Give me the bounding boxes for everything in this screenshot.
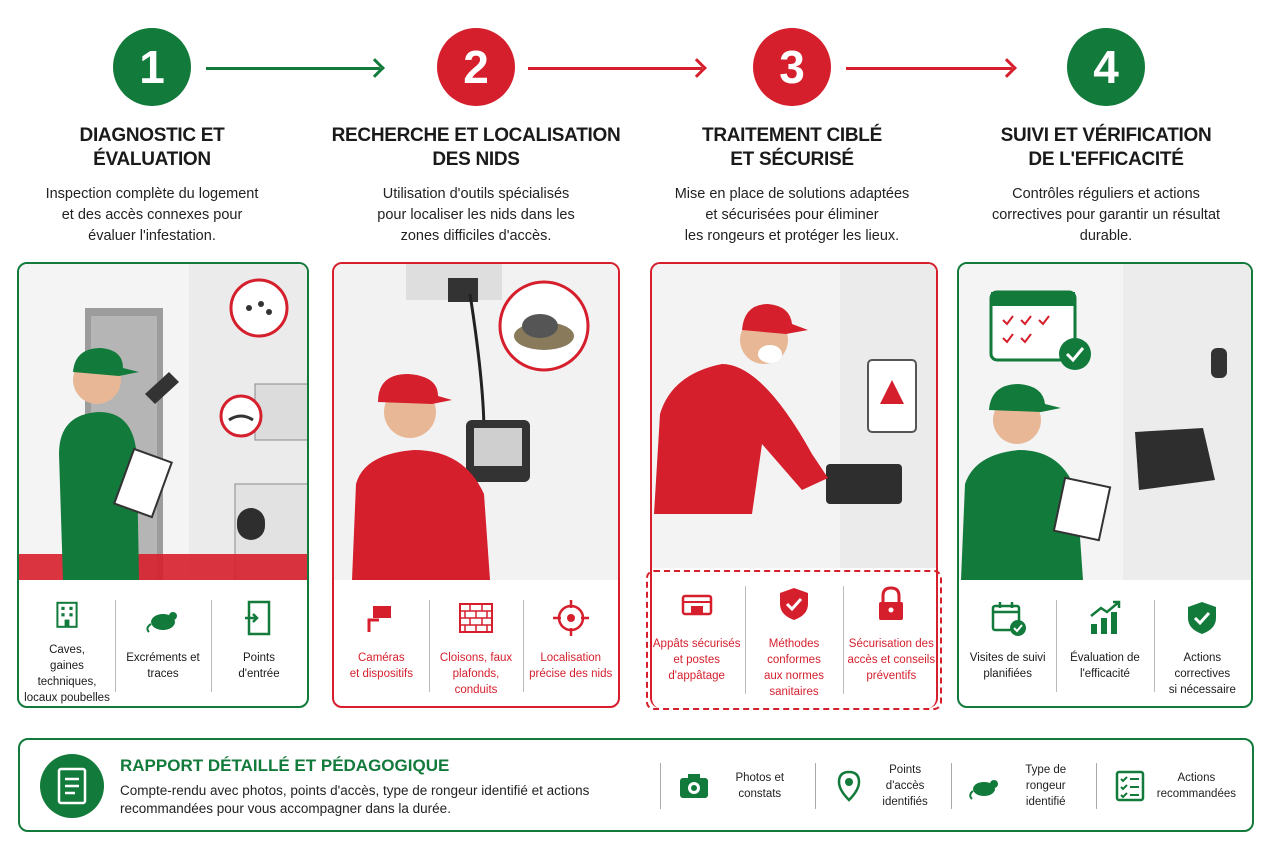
report-description: Compte-rendu avec photos, points d'accès…: [120, 783, 590, 816]
brick-wall-icon: [459, 603, 493, 633]
arrow-right-icon: [528, 67, 702, 70]
report-item: Photos et constats: [660, 763, 815, 809]
step-4-header: 4 SUIVI ET VÉRIFICATION DE L'EFFICACITÉ …: [956, 28, 1256, 247]
feature-label: Caves,gaines techniques,locaux poubelles: [24, 644, 110, 704]
step-number-badge: 3: [753, 28, 831, 106]
arrow-right-icon: [846, 67, 1012, 70]
map-pin-icon: [837, 770, 860, 802]
step-description: Mise en place de solutions adaptées et s…: [674, 186, 910, 244]
growth-chart-icon: [1090, 600, 1121, 634]
crosshair-icon: [552, 600, 589, 636]
checklist-icon: [1115, 770, 1144, 802]
step-number-badge: 2: [437, 28, 515, 106]
building-icon: [56, 601, 78, 628]
step-number-badge: 4: [1067, 28, 1145, 106]
bait-box-icon: [681, 594, 712, 616]
treatment-illustration: [652, 264, 936, 568]
report-title: RAPPORT DÉTAILLÉ ET PÉDAGOGIQUE: [120, 756, 450, 775]
step-1-card: Caves,gaines techniques,locaux poubelles…: [17, 262, 309, 708]
step-description: Utilisation d'outils spécialisés pour lo…: [377, 186, 575, 244]
mouse-icon: [146, 612, 177, 633]
step-2-header: 2 RECHERCHE ET LOCALISATION DES NIDS Uti…: [326, 28, 626, 247]
camera-probe-icon: [367, 606, 392, 632]
step-description: Inspection complète du logement et des a…: [45, 186, 259, 244]
feature-row: Caves,gaines techniques,locaux poubelles…: [19, 586, 307, 706]
shield-check-icon: [779, 588, 808, 620]
calendar-check-icon: [991, 602, 1026, 636]
feature-item: Caves,gaines techniques,locaux poubelles: [19, 586, 115, 706]
step-1-header: 1 DIAGNOSTIC ET ÉVALUATION Inspection co…: [2, 28, 302, 247]
report-item-label: Photos et constats: [735, 772, 785, 800]
follow-up-illustration: [959, 264, 1251, 580]
step-title: TRAITEMENT CIBLÉ ET SÉCURISÉ: [702, 125, 882, 170]
rat-icon: [969, 780, 998, 800]
camera-icon: [680, 774, 708, 798]
step-title: RECHERCHE ET LOCALISATION DES NIDS: [331, 125, 621, 170]
padlock-icon: [879, 586, 904, 620]
step-title: DIAGNOSTIC ET ÉVALUATION: [79, 125, 225, 170]
nest-search-illustration: [334, 264, 618, 580]
report-banner: RAPPORT DÉTAILLÉ ET PÉDAGOGIQUE Compte-r…: [18, 738, 1254, 832]
document-icon: [40, 754, 104, 818]
shield-check-icon: [1188, 602, 1217, 634]
step-number-badge: 1: [113, 28, 191, 106]
step-description: Contrôles réguliers et actions correctiv…: [991, 186, 1221, 244]
step-3-header: 3 TRAITEMENT CIBLÉ ET SÉCURISÉ Mise en p…: [642, 28, 942, 247]
entry-door-icon: [245, 600, 271, 636]
step-title: SUIVI ET VÉRIFICATION DE L'EFFICACITÉ: [1000, 125, 1212, 170]
arrow-right-icon: [206, 67, 380, 70]
inspection-illustration: [19, 264, 307, 580]
